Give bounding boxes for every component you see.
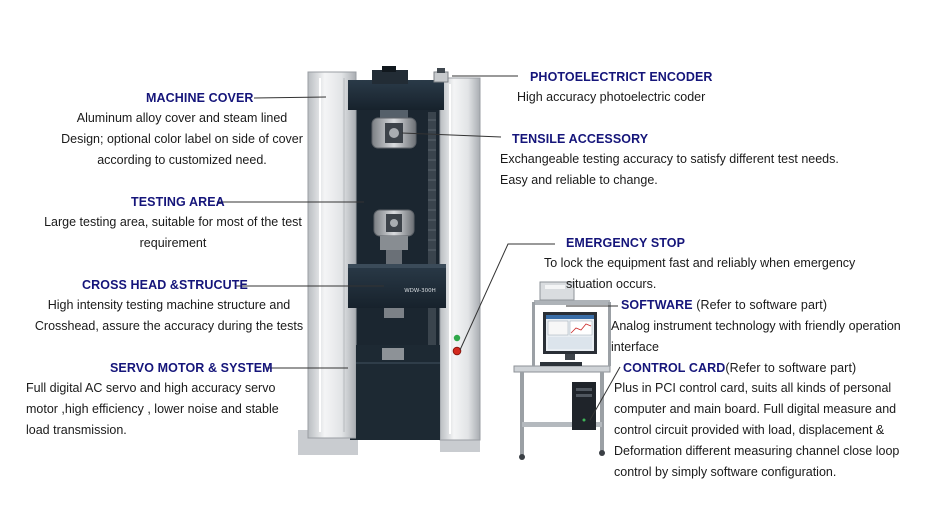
software-title-main: SOFTWARE <box>621 298 693 312</box>
indicator-light-icon <box>453 334 461 342</box>
emergency-stop-icon[interactable] <box>452 346 462 356</box>
control-card-text: Plus in PCI control card, suits all kind… <box>614 381 900 479</box>
control-card-title: CONTROL CARD(Refer to software part) <box>623 361 856 375</box>
right-column <box>439 77 481 441</box>
emergency-stop-title: EMERGENCY STOP <box>566 236 686 250</box>
leader-lines <box>217 75 621 421</box>
machine-cover-title: MACHINE COVER <box>146 91 254 105</box>
emergency-stop-text-line1: To lock the equipment fast and reliably … <box>544 256 856 270</box>
servo-motor-title: SERVO MOTOR & SYSTEM <box>110 361 273 375</box>
cross-head-title: CROSS HEAD &STRUCUTE <box>82 278 248 292</box>
control-card-title-suffix: (Refer to software part) <box>725 361 857 375</box>
tensile-accessory-text: Exchangeable testing accuracy to satisfy… <box>500 152 839 187</box>
tensile-accessory-title: TENSILE ACCESSORY <box>512 132 649 146</box>
emergency-stop-text-line2: situation occurs. <box>566 277 657 291</box>
software-title: SOFTWARE (Refer to software part) <box>621 298 827 312</box>
testing-area-text: Large testing area, suitable for most of… <box>44 215 302 250</box>
photoelectric-encoder <box>372 70 408 84</box>
crosshead-model-label: WDW-300H <box>404 288 436 294</box>
lower-fixture <box>382 348 404 360</box>
cross-head-text: High intensity testing machine structure… <box>34 298 304 333</box>
software-title-suffix: (Refer to software part) <box>692 298 828 312</box>
photoelectric-encoder-text: High accuracy photoelectric coder <box>517 90 706 104</box>
left-column <box>307 71 357 439</box>
top-beam <box>348 80 444 110</box>
testing-area-title: TESTING AREA <box>131 195 225 209</box>
computer-desk <box>513 281 611 460</box>
lower-body <box>356 345 440 440</box>
machine-cover-text: Aluminum alloy cover and steam lined Des… <box>61 111 303 167</box>
photoelectric-encoder-title: PHOTOELECTRICT ENCODER <box>530 70 713 84</box>
software-text: Analog instrument technology with friend… <box>611 319 901 354</box>
servo-motor-text: Full digital AC servo and high accuracy … <box>26 381 279 437</box>
control-card-title-main: CONTROL CARD <box>623 361 726 375</box>
